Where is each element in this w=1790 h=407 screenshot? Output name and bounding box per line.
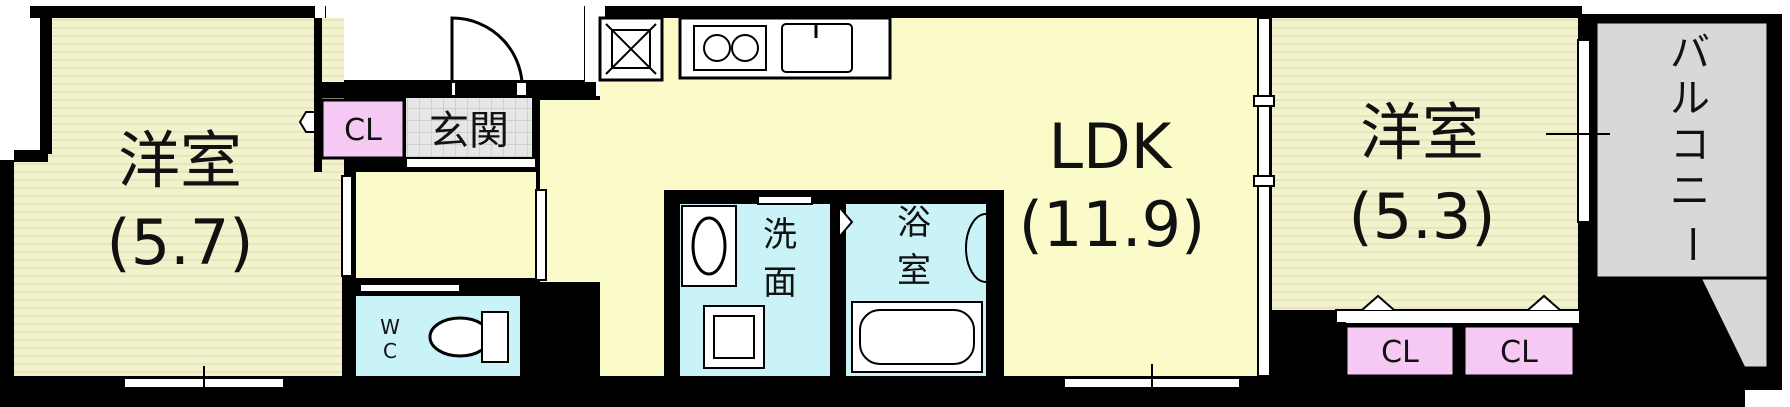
closet-right-door-1-icon — [1361, 294, 1395, 311]
balcony-window — [1577, 39, 1591, 223]
stove-burner-left-icon — [703, 34, 731, 62]
balcony-char-5: ー — [1668, 224, 1714, 264]
wall-wc-top — [344, 280, 540, 284]
ldk-name: LDK — [1049, 110, 1173, 183]
entrance-step — [405, 157, 537, 169]
ldk-partition-door — [1257, 17, 1271, 377]
ldk-size: (11.9) — [1019, 188, 1205, 261]
exterior-notch — [326, 0, 584, 80]
closet-right-2-label: CL — [1500, 335, 1538, 370]
bath-label-2: 室 — [897, 251, 931, 291]
room-western-right — [1272, 18, 1578, 310]
closet-right-1 — [1344, 324, 1456, 378]
western-left-size: (5.7) — [107, 206, 254, 279]
balcony — [1594, 20, 1770, 280]
toilet-tank-icon — [481, 311, 509, 363]
balcony-lower — [1697, 276, 1770, 370]
washing-machine-pan-icon — [713, 315, 755, 359]
left-room-wall — [314, 18, 322, 172]
room-western-left-notch-wall — [14, 150, 48, 162]
closet-right-1-label: CL — [1381, 335, 1419, 370]
western-right-name: 洋室 — [1360, 96, 1484, 169]
wc-label-1: W — [380, 315, 400, 339]
fridge-icon — [605, 23, 657, 75]
entrance-door-icon — [450, 16, 524, 95]
left-room-sliding-door — [341, 175, 353, 277]
wc-label-2: C — [383, 339, 397, 363]
bath-door-icon — [839, 207, 854, 237]
wash-label-1: 洗 — [763, 215, 797, 255]
hallway — [356, 172, 536, 278]
wall-entrance-left — [316, 82, 452, 98]
room-western-left — [14, 18, 344, 376]
closet-right-track — [1335, 309, 1581, 325]
western-right-size: (5.3) — [1349, 180, 1496, 253]
wall-left-top — [40, 6, 315, 18]
wash-basin-bowl-icon — [691, 216, 727, 276]
room-western-left-notch-wall-v — [40, 14, 52, 154]
wall-entrance-right — [526, 82, 596, 98]
balcony-char-3: コ — [1670, 122, 1710, 168]
entrance-label: 玄関 — [429, 108, 509, 154]
closet-left-label: CL — [344, 113, 382, 148]
bath-label-1: 浴 — [897, 203, 931, 243]
balcony-char-2: ル — [1670, 76, 1710, 122]
bath-mirror-icon — [965, 213, 987, 283]
wash-sliding-door — [757, 195, 813, 205]
closet-right-2 — [1462, 324, 1576, 378]
balcony-char-4: ニ — [1670, 168, 1710, 214]
closet-right-door-2-icon — [1527, 294, 1561, 311]
balcony-char-1: バ — [1670, 30, 1710, 76]
fridge-inner — [611, 29, 651, 69]
ldk-partition-knob-2 — [1253, 175, 1275, 187]
bathtub-inner-icon — [859, 309, 975, 365]
hallway-sliding-door-r — [535, 189, 547, 281]
ldk-partition-knob-1 — [1253, 95, 1275, 107]
wc-sliding-door — [359, 283, 461, 293]
room-entrance — [406, 98, 532, 160]
western-left-name: 洋室 — [118, 124, 242, 197]
left-room-wall-lower — [342, 276, 356, 376]
wash-label-2: 面 — [763, 263, 797, 303]
bathtub — [851, 301, 983, 373]
stove-burner-right-icon — [731, 34, 759, 62]
closet-right-wall — [1334, 322, 1346, 376]
